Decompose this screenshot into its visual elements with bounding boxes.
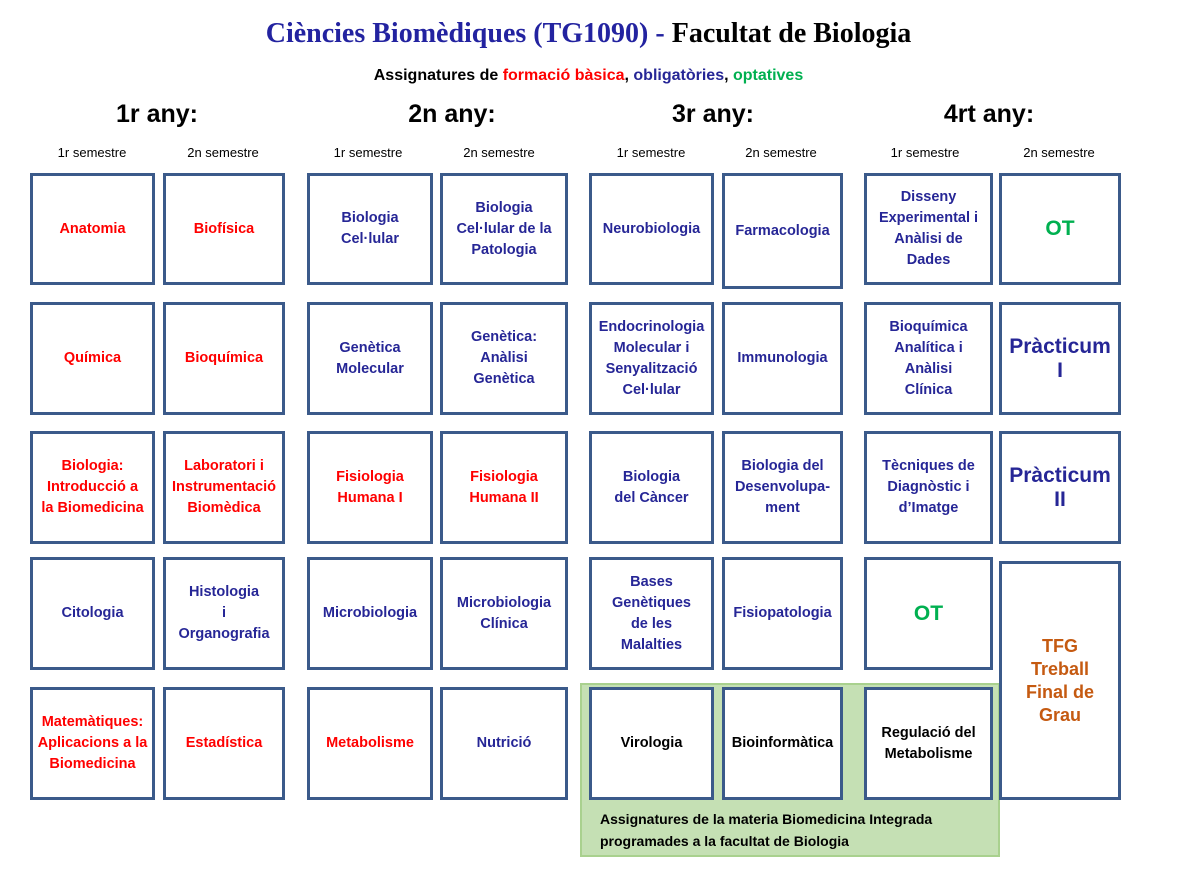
- year-3-heading: 3r any:: [672, 100, 754, 128]
- legend-subtitle: Assignatures de formació bàsica, obligat…: [373, 67, 804, 84]
- course-cell: Biologia Cel·lular: [307, 173, 433, 285]
- semester-label: 1r semestre: [333, 145, 403, 160]
- course-cell: Biologia Cel·lular de la Patologia: [440, 173, 568, 285]
- legend-basic: formació bàsica: [502, 67, 625, 84]
- course-cell: Nutrició: [440, 687, 568, 800]
- course-cell: Estadística: [163, 687, 285, 800]
- page-title: Ciències Biomèdiques (TG1090) - Facultat…: [265, 18, 912, 49]
- semester-label: 1r semestre: [890, 145, 960, 160]
- course-cell: Bioquímica: [163, 302, 285, 415]
- course-cell-practicum: Pràcticum I: [999, 302, 1121, 415]
- course-cell: Anatomia: [30, 173, 155, 285]
- course-cell-tfg: TFG Treball Final de Grau: [999, 561, 1121, 800]
- integrated-biomedicine-note: Assignatures de la materia Biomedicina I…: [600, 811, 933, 849]
- course-cell: Química: [30, 302, 155, 415]
- course-cell: Biofísica: [163, 173, 285, 285]
- course-cell: Genètica: Anàlisi Genètica: [440, 302, 568, 415]
- course-cell: Histologia i Organografia: [163, 557, 285, 670]
- year-1-heading: 1r any:: [116, 100, 198, 128]
- course-cell: Bioinformàtica: [722, 687, 843, 800]
- semester-label: 1r semestre: [57, 145, 127, 160]
- course-cell: Fisiopatologia: [722, 557, 843, 670]
- semester-label: 2n semestre: [463, 145, 535, 160]
- course-cell: Disseny Experimental i Anàlisi de Dades: [864, 173, 993, 285]
- course-cell: Citologia: [30, 557, 155, 670]
- course-cell: Laboratori i Instrumentació Biomèdica: [163, 431, 285, 544]
- course-cell: Genètica Molecular: [307, 302, 433, 415]
- semester-label: 1r semestre: [616, 145, 686, 160]
- course-cell: Matemàtiques: Aplicacions a la Biomedici…: [30, 687, 155, 800]
- course-cell-optional: OT: [999, 173, 1121, 285]
- course-cell: Tècniques de Diagnòstic i d’Imatge: [864, 431, 993, 544]
- year-2-heading: 2n any:: [408, 100, 496, 128]
- course-cell: Biologia del Càncer: [589, 431, 714, 544]
- course-cell: Virologia: [589, 687, 714, 800]
- course-cell: Fisiologia Humana I: [307, 431, 433, 544]
- course-cell: Biologia del Desenvolupa- ment: [722, 431, 843, 544]
- legend-optional: optatives: [732, 67, 804, 84]
- course-cell: Microbiologia Clínica: [440, 557, 568, 670]
- course-cell: Microbiologia: [307, 557, 433, 670]
- course-cell: Bases Genètiques de les Malalties: [589, 557, 714, 670]
- course-cell: Immunologia: [722, 302, 843, 415]
- semester-label: 2n semestre: [745, 145, 817, 160]
- semester-label: 2n semestre: [187, 145, 259, 160]
- legend-mandatory: obligatòries: [633, 67, 725, 84]
- course-cell: Regulació del Metabolisme: [864, 687, 993, 800]
- course-cell: Fisiologia Humana II: [440, 431, 568, 544]
- course-cell: Endocrinologia Molecular i Senyalització…: [589, 302, 714, 415]
- course-cell: Neurobiologia: [589, 173, 714, 285]
- semester-label: 2n semestre: [1023, 145, 1095, 160]
- course-cell-optional: OT: [864, 557, 993, 670]
- course-cell: Bioquímica Analítica i Anàlisi Clínica: [864, 302, 993, 415]
- course-cell: Farmacologia: [722, 173, 843, 289]
- course-cell-practicum: Pràcticum II: [999, 431, 1121, 544]
- year-4-heading: 4rt any:: [943, 100, 1035, 128]
- course-cell: Metabolisme: [307, 687, 433, 800]
- course-cell: Biologia: Introducció a la Biomedicina: [30, 431, 155, 544]
